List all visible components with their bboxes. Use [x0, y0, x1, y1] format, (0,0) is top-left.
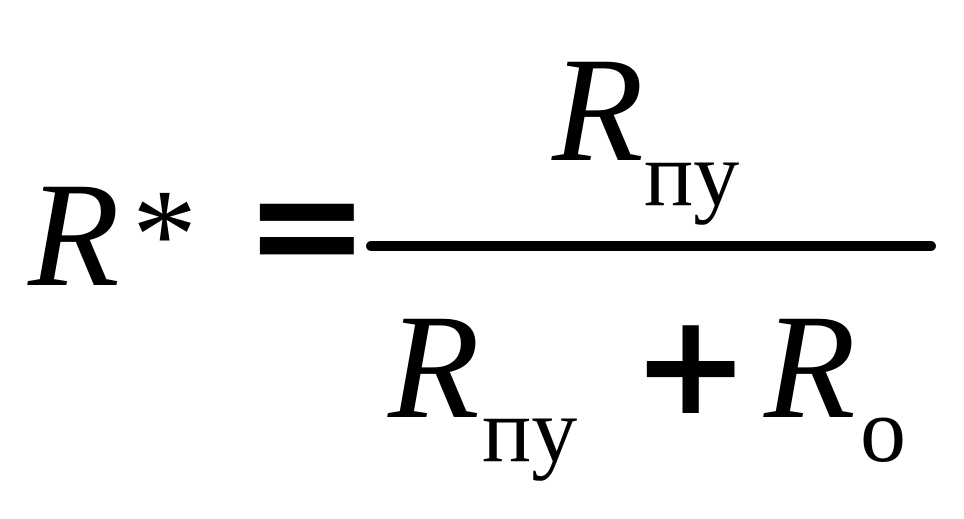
- denominator-term1-variable: R: [388, 284, 480, 450]
- denominator-term2-subscript: о: [860, 379, 906, 481]
- denominator-term2-variable: R: [764, 284, 856, 450]
- lhs-variable: R: [28, 152, 120, 318]
- numerator-variable: R: [552, 27, 644, 193]
- fraction-bar: [366, 241, 936, 251]
- plus-sign: +: [632, 284, 750, 447]
- lhs-star: *: [132, 163, 197, 307]
- numerator-subscript: пу: [644, 123, 740, 225]
- equals-sign: =: [244, 138, 370, 312]
- denominator-term1-subscript: пу: [482, 379, 578, 481]
